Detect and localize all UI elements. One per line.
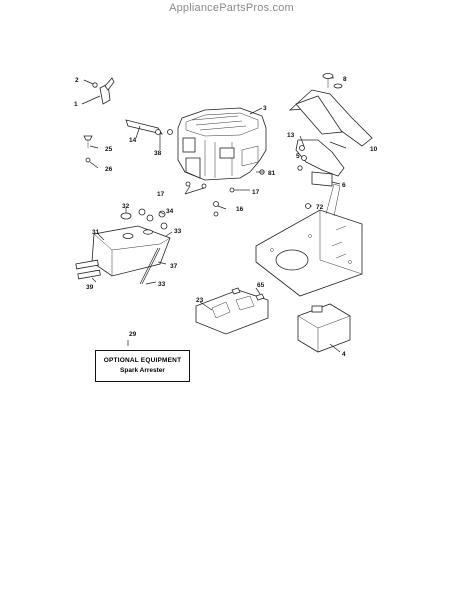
callout-17a: 17: [157, 191, 165, 198]
exhaust-pipe-part: [125, 119, 163, 135]
callout-23: 23: [196, 297, 204, 304]
mounting-bracket-part: [288, 89, 373, 187]
callout-6: 6: [342, 182, 346, 189]
screw-part: [83, 135, 93, 141]
callout-16: 16: [236, 206, 244, 213]
callout-3: 3: [263, 105, 267, 112]
callout-17b: 17: [252, 189, 260, 196]
callout-81: 81: [268, 170, 276, 177]
throttle-control-part: [92, 77, 115, 105]
callout-32: 32: [122, 203, 130, 210]
callout-1: 1: [74, 101, 78, 108]
filter-part: [75, 259, 101, 280]
callout-5: 5: [296, 153, 300, 160]
callout-33a: 33: [174, 228, 182, 235]
hose-part: [139, 247, 159, 285]
callout-29: 29: [129, 331, 137, 338]
engine-part: [177, 107, 267, 181]
leader-lines: [81, 77, 347, 353]
site-watermark: AppliancePartsPros.com: [169, 2, 294, 14]
callout-4: 4: [342, 351, 346, 358]
muffler-part: [297, 303, 351, 353]
spark-arrester-label: Spark Arrester: [120, 367, 165, 374]
bolt-part: [322, 73, 343, 89]
callout-10: 10: [370, 146, 378, 153]
callout-34: 34: [166, 208, 174, 215]
callout-39: 39: [86, 284, 94, 291]
callout-31: 31: [92, 229, 100, 236]
callout-26: 26: [105, 166, 113, 173]
callout-38: 38: [154, 150, 162, 157]
callout-72: 72: [316, 204, 324, 211]
callout-13: 13: [287, 132, 295, 139]
callout-37: 37: [170, 263, 178, 270]
heat-shield-part: [195, 287, 269, 335]
callout-65: 65: [257, 282, 265, 289]
callout-8: 8: [343, 76, 347, 83]
chassis-plate-part: [255, 183, 363, 297]
callout-33b: 33: [158, 281, 166, 288]
callout-14: 14: [129, 137, 137, 144]
callout-25: 25: [105, 146, 113, 153]
optional-equipment-title: OPTIONAL EQUIPMENT: [103, 357, 182, 364]
cap-part: [120, 212, 132, 220]
callout-2: 2: [75, 77, 79, 84]
sensor-cluster-part: [138, 208, 168, 230]
optional-equipment-box: OPTIONAL EQUIPMENT Spark Arrester: [95, 350, 190, 382]
